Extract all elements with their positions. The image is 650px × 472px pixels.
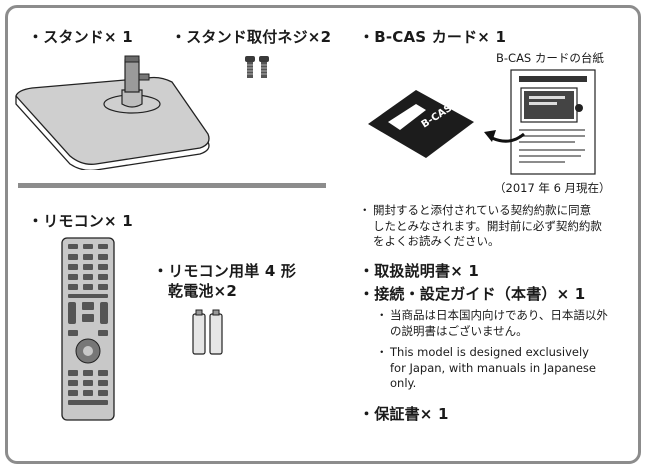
note-line: の説明書はございません。 (390, 323, 528, 338)
screws-label: ・スタンド取付ネジ×2 (171, 28, 332, 46)
note-line: したとみなされます。開封前に必ず契約約款 (373, 218, 602, 233)
stand-label: ・スタンド× 1 (28, 28, 133, 46)
note-line: only. (390, 376, 417, 390)
arrow-icon (484, 130, 525, 143)
bcas-card-illustration: B-CAS (368, 90, 474, 158)
bcas-mount-label: B-CAS カードの台紙 (496, 51, 604, 65)
content-frame (5, 5, 641, 464)
note-line: 開封すると添付されている契約約款に同意 (373, 203, 592, 217)
note-line: for Japan, with manuals in Japanese (390, 360, 596, 375)
screw-icon (245, 56, 269, 78)
note-line: This model is designed exclusively (390, 345, 589, 359)
note-line: をよくお読みください。 (373, 234, 500, 248)
remote-label: ・リモコン× 1 (28, 212, 133, 230)
warranty-label: ・保証書× 1 (359, 405, 449, 423)
note-bullet: ・ (376, 308, 388, 322)
language-note-en: ・ This model is designed exclusively for… (376, 345, 628, 392)
note-bullet: ・ (376, 345, 388, 359)
stand-illustration (15, 55, 210, 170)
battery-label-line1: ・リモコン用単 4 形 (153, 262, 297, 280)
note-bullet: ・ (359, 203, 371, 217)
bcas-label: ・B-CAS カード× 1 (359, 28, 507, 46)
manual-label: ・取扱説明書× 1 (359, 262, 480, 280)
bcas-mount-illustration (510, 69, 596, 175)
battery-label-line2: 乾電池×2 (168, 282, 238, 300)
setup-guide-label: ・接続・設定ガイド（本書）× 1 (359, 285, 586, 303)
language-note-jp: ・ 当商品は日本国内向けであり、日本語以外 の説明書はございません。 (376, 308, 628, 339)
bcas-date-note: （2017 年 6 月現在） (494, 181, 611, 195)
remote-control-illustration (61, 237, 115, 421)
note-line: 当商品は日本国内向けであり、日本語以外 (390, 308, 608, 322)
bcas-agreement-note: ・ 開封すると添付されている契約約款に同意 したとみなされます。開封前に必ず契約… (359, 203, 627, 250)
battery-icon (192, 309, 223, 355)
section-divider (18, 183, 326, 188)
